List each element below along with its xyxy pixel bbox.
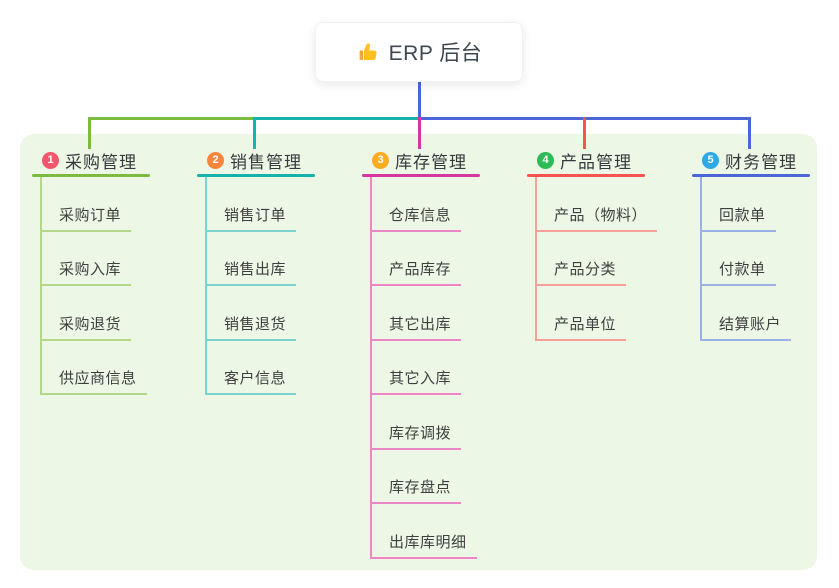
child-node[interactable]: 仓库信息: [370, 177, 462, 232]
branches-panel: [20, 134, 817, 570]
child-node[interactable]: 库存调拨: [370, 395, 462, 450]
branch-number-badge: 1: [42, 151, 59, 169]
branch-children: 回款单 付款单 结算账户: [700, 177, 792, 341]
branch-number-badge: 5: [702, 151, 719, 169]
branch-children: 采购订单 采购入库 采购退货 供应商信息: [40, 177, 147, 395]
branch-drop-connector: [418, 117, 421, 149]
connector-purchase: [88, 117, 255, 120]
branch-inventory: 3 库存管理 仓库信息 产品库存 其它出库 其它入库 库存调拨 库存盘点 出库库…: [362, 117, 480, 559]
child-label: 库存调拨: [389, 424, 452, 442]
branch-finance: 5 财务管理 回款单 付款单 结算账户: [692, 117, 810, 341]
branch-header-product[interactable]: 4 产品管理: [527, 149, 645, 172]
child-node[interactable]: 库存盘点: [370, 450, 462, 504]
child-node[interactable]: 采购订单: [40, 177, 132, 232]
branch-title: 库存管理: [395, 152, 467, 172]
branch-header-finance[interactable]: 5 财务管理: [692, 149, 810, 172]
child-node[interactable]: 其它出库: [370, 286, 462, 341]
branch-header-purchase[interactable]: 1 采购管理: [32, 149, 150, 172]
branch-number-badge: 4: [537, 151, 554, 169]
child-label: 产品库存: [389, 261, 452, 278]
child-node[interactable]: 结算账户: [700, 286, 792, 341]
child-node[interactable]: 产品分类: [535, 232, 627, 286]
branch-title: 采购管理: [65, 152, 137, 172]
child-label: 仓库信息: [389, 206, 452, 224]
branch-underline: [32, 174, 150, 177]
child-node[interactable]: 供应商信息: [40, 341, 147, 395]
child-label: 出库库明细: [389, 533, 467, 551]
child-label: 结算账户: [719, 315, 782, 333]
branch-drop-connector: [253, 117, 256, 149]
branch-header-inventory[interactable]: 3 库存管理: [362, 149, 480, 172]
child-label: 回款单: [719, 206, 766, 224]
child-node[interactable]: 产品库存: [370, 232, 462, 286]
child-label: 库存盘点: [389, 479, 452, 496]
child-node[interactable]: 回款单: [700, 177, 776, 232]
branch-sales: 2 销售管理 销售订单 销售出库 销售退货 客户信息: [197, 117, 315, 395]
connector-sales: [253, 117, 420, 120]
child-label: 产品（物料）: [554, 206, 648, 224]
child-node[interactable]: 销售出库: [205, 232, 297, 286]
child-label: 采购订单: [59, 206, 122, 224]
thumbs-up-icon: [359, 43, 377, 60]
child-label: 销售订单: [224, 206, 287, 224]
child-label: 客户信息: [224, 370, 287, 387]
child-label: 供应商信息: [59, 370, 137, 387]
child-label: 产品单位: [554, 315, 617, 333]
child-node[interactable]: 付款单: [700, 232, 776, 286]
branch-drop-connector: [748, 117, 751, 149]
branch-number-badge: 2: [207, 151, 224, 169]
child-node[interactable]: 销售退货: [205, 286, 297, 341]
child-label: 采购入库: [59, 261, 122, 278]
branch-children: 仓库信息 产品库存 其它出库 其它入库 库存调拨 库存盘点 出库库明细: [370, 177, 477, 559]
child-node[interactable]: 客户信息: [205, 341, 297, 395]
child-label: 销售出库: [224, 261, 287, 278]
branch-children: 销售订单 销售出库 销售退货 客户信息: [205, 177, 297, 395]
branch-underline: [197, 174, 315, 177]
branch-children: 产品（物料） 产品分类 产品单位: [535, 177, 658, 341]
child-node[interactable]: 销售订单: [205, 177, 297, 232]
child-node[interactable]: 采购退货: [40, 286, 132, 341]
branch-title: 财务管理: [725, 152, 797, 172]
child-label: 销售退货: [224, 315, 287, 333]
branch-underline: [527, 174, 645, 177]
branch-purchase: 1 采购管理 采购订单 采购入库 采购退货 供应商信息: [32, 117, 150, 395]
branch-drop-connector: [583, 117, 586, 149]
branch-number-badge: 3: [372, 151, 389, 169]
branch-title: 销售管理: [230, 152, 302, 172]
branch-header-sales[interactable]: 2 销售管理: [197, 149, 315, 172]
child-label: 其它入库: [389, 370, 452, 387]
child-label: 产品分类: [554, 261, 617, 278]
child-node[interactable]: 产品单位: [535, 286, 627, 341]
child-node[interactable]: 采购入库: [40, 232, 132, 286]
branch-product: 4 产品管理 产品（物料） 产品分类 产品单位: [527, 117, 658, 341]
child-node[interactable]: 产品（物料）: [535, 177, 658, 232]
child-label: 其它出库: [389, 315, 452, 333]
child-label: 付款单: [719, 261, 766, 278]
branch-title: 产品管理: [560, 152, 632, 172]
child-node[interactable]: 出库库明细: [370, 504, 477, 559]
branch-underline: [362, 174, 480, 177]
root-stem-connector: [418, 82, 421, 117]
branch-underline: [692, 174, 810, 177]
root-node[interactable]: ERP 后台: [315, 22, 523, 82]
child-node[interactable]: 其它入库: [370, 341, 462, 395]
child-label: 采购退货: [59, 315, 122, 333]
root-node-label: ERP 后台: [388, 42, 483, 65]
branch-drop-connector: [88, 117, 91, 149]
